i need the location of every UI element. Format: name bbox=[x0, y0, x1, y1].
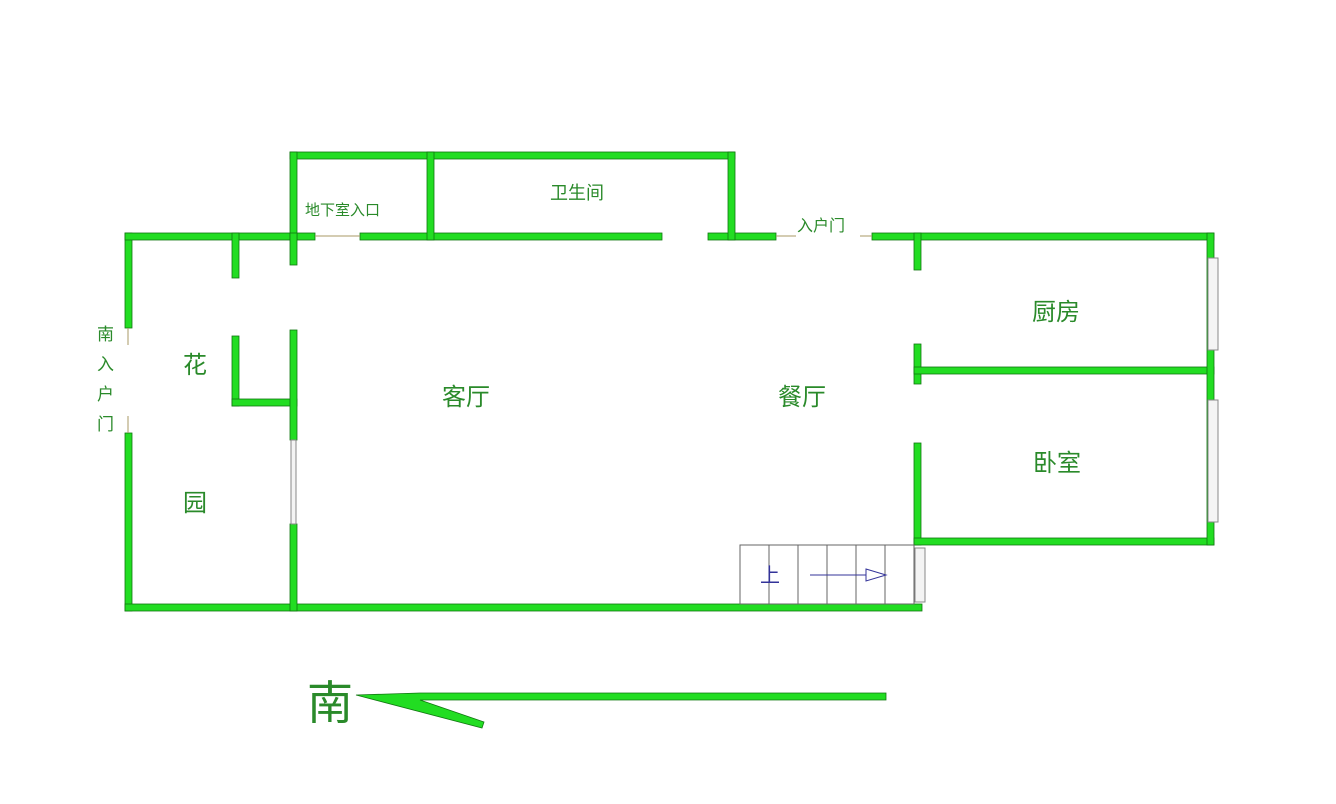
window-bedroom bbox=[1207, 399, 1219, 523]
label-entry-door: 入户门 bbox=[797, 216, 845, 235]
wall-east-a bbox=[913, 232, 922, 271]
arrow-left-icon bbox=[355, 692, 887, 729]
window-divider bbox=[290, 439, 297, 525]
wall-top-mid bbox=[359, 232, 663, 241]
wall-garden-stub-top bbox=[231, 232, 240, 279]
label-south-door-1: 南 bbox=[97, 325, 114, 345]
wall-top-right-a bbox=[707, 232, 777, 241]
label-garden-top: 花 bbox=[183, 351, 207, 379]
room-labels: 地下室入口 卫生间 入户门 厨房 客厅 餐厅 卧室 花 园 南 入 户 门 南 bbox=[97, 183, 1081, 730]
wall-left-top bbox=[124, 232, 133, 329]
compass-arrow bbox=[355, 692, 887, 729]
wall-kitchen-bedroom bbox=[913, 366, 1215, 375]
wall-top-left bbox=[124, 232, 316, 241]
windows bbox=[290, 257, 1219, 603]
wall-annex-right bbox=[727, 151, 736, 241]
label-south-door-4: 门 bbox=[97, 415, 114, 435]
wall-annex-mid bbox=[426, 151, 435, 241]
wall-right bbox=[1206, 232, 1215, 546]
wall-bottom bbox=[124, 603, 923, 612]
wall-annex-stub-down bbox=[289, 232, 298, 266]
wall-annex-top bbox=[289, 151, 736, 160]
wall-divider-lower bbox=[289, 523, 298, 612]
wall-annex-left bbox=[289, 151, 298, 241]
wall-garden-l-vert bbox=[231, 335, 240, 407]
label-basement-entrance: 地下室入口 bbox=[305, 201, 380, 219]
label-south-door-3: 户 bbox=[97, 385, 114, 405]
wall-left-bottom bbox=[124, 432, 133, 612]
window-stair bbox=[914, 547, 926, 603]
window-kitchen bbox=[1207, 257, 1219, 351]
wall-east-b bbox=[913, 343, 922, 385]
wall-divider-upper bbox=[289, 329, 298, 441]
door-openings bbox=[127, 235, 872, 433]
walls bbox=[124, 151, 1215, 612]
label-stairs-up: 上 bbox=[760, 563, 780, 587]
label-living-room: 客厅 bbox=[442, 383, 490, 411]
wall-east-c bbox=[913, 442, 922, 546]
label-bathroom: 卫生间 bbox=[550, 183, 604, 204]
label-kitchen: 厨房 bbox=[1032, 298, 1080, 326]
label-south-door-2: 入 bbox=[97, 355, 114, 375]
stair-arrow-head bbox=[865, 568, 888, 582]
label-garden-bottom: 园 bbox=[183, 489, 207, 517]
label-dining-room: 餐厅 bbox=[778, 383, 826, 411]
stair-direction-arrow bbox=[810, 568, 888, 582]
label-bedroom: 卧室 bbox=[1033, 449, 1081, 477]
label-compass-south: 南 bbox=[307, 676, 353, 730]
wall-top-right-b bbox=[871, 232, 1215, 241]
wall-garden-l-horiz bbox=[231, 398, 298, 407]
wall-bedroom-bottom bbox=[913, 537, 1215, 546]
